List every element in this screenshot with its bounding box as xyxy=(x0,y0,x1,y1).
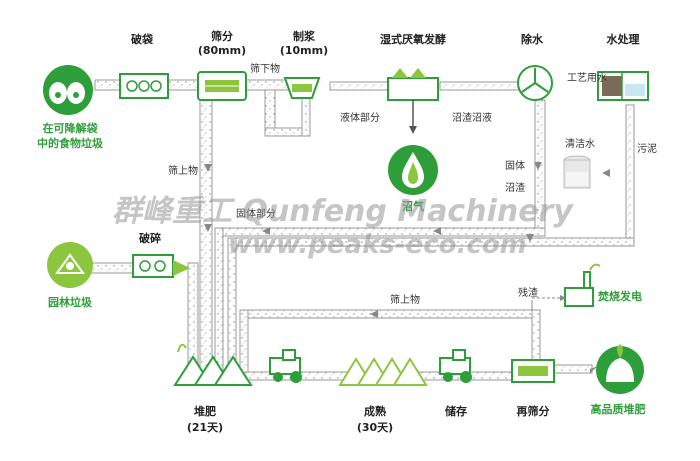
watermark-brand: 群峰重工 Qunfeng Machinery xyxy=(112,194,573,229)
label-undersize: 筛下物 xyxy=(250,64,280,75)
belt-oversize-return xyxy=(239,309,541,319)
label-solid-1: 固体 xyxy=(505,161,525,172)
label-solid-part: 固体部分 xyxy=(236,209,276,220)
label-residue: 残渣 xyxy=(518,288,538,299)
label-food-waste-2: 中的食物垃圾 xyxy=(37,137,103,150)
label-power: 焚烧发电 xyxy=(598,290,642,303)
label-crush: 破袋 xyxy=(131,33,153,46)
belt-ad-to-dewater xyxy=(439,81,521,91)
compost-product-icon xyxy=(596,344,644,394)
belt-sludge-down xyxy=(625,104,635,246)
arrow-left-return xyxy=(370,310,378,318)
drum-screen-machine xyxy=(197,71,247,101)
compost-piles xyxy=(173,343,253,386)
label-screen: 筛分 xyxy=(211,30,233,43)
arrow-left-solid-2 xyxy=(433,227,441,235)
belt-solid-into-pile xyxy=(214,227,224,374)
food-waste-icon xyxy=(43,65,93,115)
label-pulp-size: (10mm) xyxy=(279,44,329,57)
arrow-down-sludge xyxy=(526,234,534,242)
label-mature: 成熟 xyxy=(364,405,386,418)
water-treatment-tank xyxy=(597,71,649,101)
label-digestate: 沼渣沼液 xyxy=(452,113,492,124)
label-solid-2: 沼渣 xyxy=(505,183,525,194)
belt-return-down xyxy=(239,309,249,374)
label-garden-crush: 破碎 xyxy=(139,232,161,245)
bag-opener-machine xyxy=(119,73,169,99)
maturation-piles xyxy=(338,357,428,386)
label-sludge: 污泥 xyxy=(637,144,657,155)
biogas-icon xyxy=(388,145,438,195)
label-oversize-return: 筛上物 xyxy=(390,295,420,306)
clean-water-tank xyxy=(563,155,591,189)
arrow-down-oversize xyxy=(204,164,212,172)
label-pile: 堆肥 xyxy=(194,405,216,418)
label-compost-product: 高品质堆肥 xyxy=(590,403,646,416)
arrow-left-sludge xyxy=(602,169,610,177)
arrow-down-oversize-2 xyxy=(204,224,212,232)
label-clean-water: 清洁水 xyxy=(565,139,595,150)
rescreen-machine xyxy=(511,359,555,383)
label-pulp: 制浆 xyxy=(293,30,315,43)
watermark-url: www.peaks-eco.com xyxy=(228,230,527,260)
label-process-water: 工艺用水 xyxy=(567,73,607,84)
pulper-machine xyxy=(283,77,321,99)
label-liquid-part: 液体部分 xyxy=(340,113,380,124)
belt-to-compost xyxy=(551,364,593,374)
tractor-storage xyxy=(439,349,472,383)
belt-garden xyxy=(89,262,136,274)
label-biogas: 沼气 xyxy=(402,200,424,213)
arrow-left-solid xyxy=(262,227,270,235)
label-store: 储存 xyxy=(445,405,467,418)
arrow-down-solid xyxy=(534,162,542,170)
label-garden-waste: 园林垃圾 xyxy=(48,296,92,309)
dewatering-unit xyxy=(517,65,553,101)
label-food-waste-1: 在可降解袋 xyxy=(42,122,98,135)
label-anaerobic-digestion: 湿式厌氧发酵 xyxy=(380,33,446,46)
belt-return-up xyxy=(531,309,541,366)
belt-undersize-up xyxy=(301,97,311,137)
label-oversize: 筛上物 xyxy=(168,166,198,177)
arrow-right-compost xyxy=(590,366,598,373)
label-screen-size: (80mm) xyxy=(197,44,247,57)
tractor-turner xyxy=(269,349,302,383)
incineration-plant-icon xyxy=(531,263,601,310)
belt-to-ad xyxy=(329,81,391,91)
label-water-treatment: 水处理 xyxy=(606,33,640,46)
garden-shredder-machine xyxy=(132,254,190,278)
label-mature-days: (30天) xyxy=(356,421,394,434)
label-rescreen: 再筛分 xyxy=(516,405,550,418)
belt-oversize-down xyxy=(199,99,213,376)
digester-tank xyxy=(387,68,439,134)
label-pile-days: (21天) xyxy=(186,421,224,434)
garden-waste-icon xyxy=(47,242,93,288)
label-dewater: 除水 xyxy=(521,33,543,46)
